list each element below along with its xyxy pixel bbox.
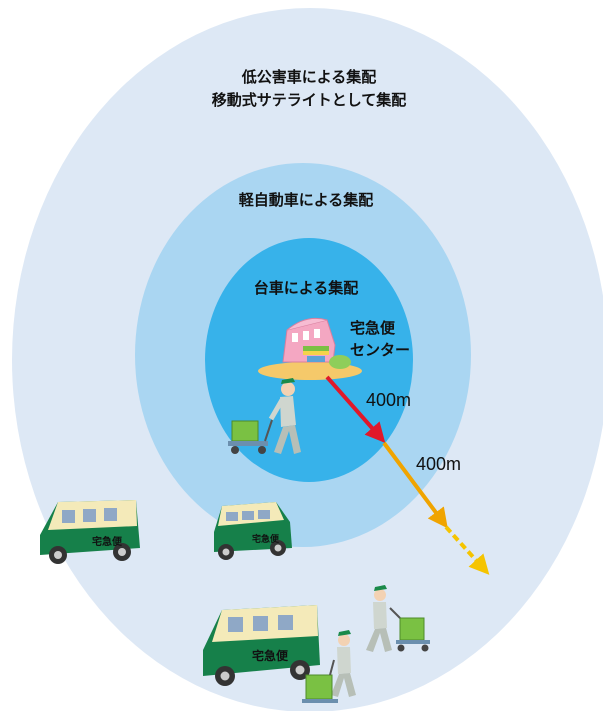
handcart-worker-icon bbox=[228, 378, 301, 454]
distance-label-2: 400m bbox=[416, 454, 461, 474]
truck-icon-left: 宅急便 bbox=[40, 500, 140, 564]
truck-icon-bottom: 宅急便 bbox=[203, 605, 320, 686]
center-label-line1: 宅急便 bbox=[350, 319, 396, 337]
inner-zone-label: 台車による集配 bbox=[254, 279, 359, 297]
minivan-logo-text: 宅急便 bbox=[252, 533, 280, 545]
arrow-segment-1 bbox=[325, 375, 386, 443]
cart-worker-icon-right bbox=[366, 585, 430, 652]
delivery-center-building-icon bbox=[258, 317, 362, 380]
truck-left-logo-text: 宅急便 bbox=[92, 535, 123, 548]
outer-zone-label-line2: 移動式サテライトとして集配 bbox=[212, 91, 407, 109]
arrow-segment-2 bbox=[382, 441, 448, 529]
outer-zone-label-line1: 低公害車による集配 bbox=[241, 68, 377, 86]
middle-zone-label: 軽自動車による集配 bbox=[239, 191, 374, 209]
center-label-line2: センター bbox=[350, 341, 410, 359]
cart-worker-icon-bottom bbox=[302, 630, 356, 703]
truck-bottom-logo-text: 宅急便 bbox=[252, 648, 289, 663]
arrow-segment-3 bbox=[444, 525, 490, 575]
minivan-icon: 宅急便 bbox=[214, 502, 292, 560]
distance-label-1: 400m bbox=[366, 390, 411, 410]
